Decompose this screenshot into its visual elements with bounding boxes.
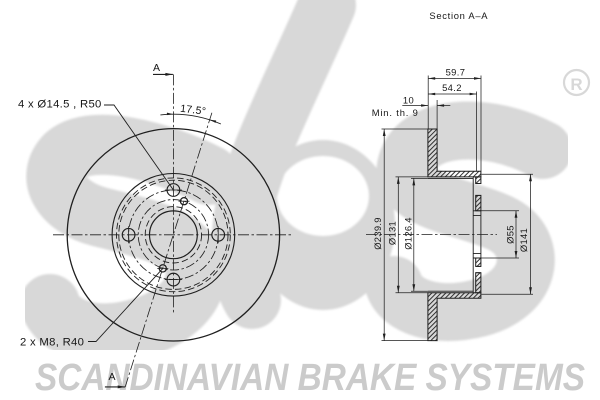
svg-text:A: A (108, 371, 115, 383)
svg-text:Ø55: Ø55 (505, 225, 516, 244)
svg-text:Ø239.9: Ø239.9 (372, 217, 383, 250)
svg-text:59.7: 59.7 (446, 67, 466, 78)
svg-text:54.2: 54.2 (442, 82, 462, 93)
svg-text:SCANDINAVIAN BRAKE SYSTEMS: SCANDINAVIAN BRAKE SYSTEMS (35, 357, 585, 399)
svg-text:10: 10 (403, 95, 414, 106)
svg-text:Ø126.4: Ø126.4 (402, 217, 413, 250)
svg-text:Ø131: Ø131 (387, 221, 398, 245)
svg-text:A: A (153, 62, 160, 74)
svg-text:2 x M8, R40: 2 x M8, R40 (20, 337, 84, 349)
svg-text:R: R (570, 75, 582, 94)
svg-text:Min. th. 9: Min. th. 9 (372, 107, 419, 118)
svg-text:4 x Ø14.5 , R50: 4 x Ø14.5 , R50 (18, 99, 102, 111)
svg-text:Section A–A: Section A–A (429, 10, 488, 21)
svg-text:Ø141: Ø141 (518, 228, 529, 252)
svg-text:17.5°: 17.5° (179, 103, 206, 118)
